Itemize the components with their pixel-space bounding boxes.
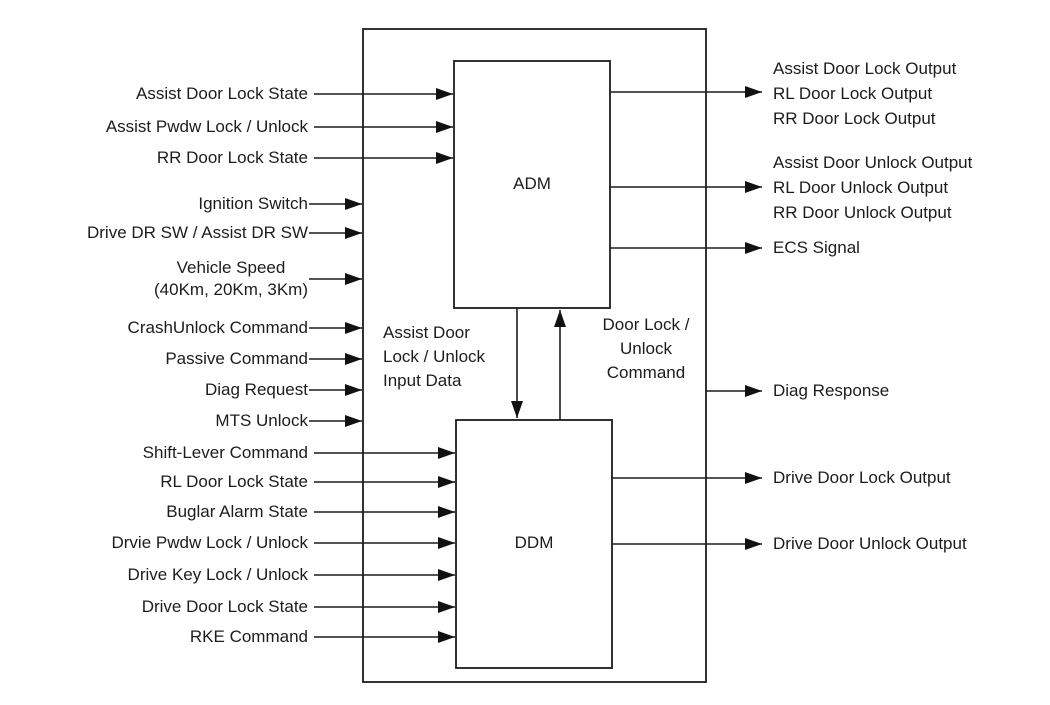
ddm-to-adm-line2: Unlock (620, 339, 672, 358)
input-label-assist-pwdw-lock-unlock: Assist Pwdw Lock / Unlock (105, 117, 308, 136)
output-label-rr-door-lock-output: RR Door Lock Output (773, 109, 936, 128)
output-label-rr-door-unlock-output: RR Door Unlock Output (773, 203, 952, 222)
ddm-to-adm-line3: Command (606, 363, 686, 382)
adm-to-ddm-line1: Assist Door (383, 323, 470, 342)
ddm-to-adm-line1: Door Lock / (602, 315, 690, 334)
input-label-mts-unlock: MTS Unlock (215, 411, 308, 430)
output-label-drive-door-lock-output: Drive Door Lock Output (773, 468, 951, 487)
output-label-ecs-signal: ECS Signal (773, 238, 860, 257)
input-label-diag-request: Diag Request (204, 380, 308, 399)
link-label-adm-to-ddm: Assist Door Lock / Unlock Input Data (383, 321, 485, 393)
adm-module-box (453, 60, 611, 309)
vehicle-speed-line2: (40Km, 20Km, 3Km) (154, 280, 308, 299)
input-label-passive-command: Passive Command (165, 349, 308, 368)
output-label-assist-door-lock-output: Assist Door Lock Output (773, 59, 957, 78)
system-boundary-box (362, 28, 707, 683)
output-label-diag-response: Diag Response (773, 381, 890, 400)
output-label-assist-door-unlock-output: Assist Door Unlock Output (773, 153, 973, 172)
adm-to-ddm-line2: Lock / Unlock (383, 347, 486, 366)
link-label-ddm-to-adm: Door Lock / Unlock Command (584, 313, 708, 385)
adm-module-label: ADM (513, 174, 551, 193)
adm-to-ddm-line3: Input Data (383, 371, 462, 390)
input-label-drvie-pwdw-lock-unlock: Drvie Pwdw Lock / Unlock (111, 533, 308, 552)
output-label-drive-door-unlock-output: Drive Door Unlock Output (773, 534, 967, 553)
input-label-rr-door-lock-state: RR Door Lock State (156, 148, 308, 167)
input-label-ignition-switch: Ignition Switch (198, 194, 308, 213)
output-group-adm-lock: Assist Door Lock Output RL Door Lock Out… (773, 56, 956, 131)
output-label-rl-door-lock-output: RL Door Lock Output (773, 84, 933, 103)
input-label-drive-dr-sw: Drive DR SW / Assist DR SW (86, 223, 308, 242)
input-label-drive-key-lock-unlock: Drive Key Lock / Unlock (127, 565, 308, 584)
output-group-adm-unlock: Assist Door Unlock Output RL Door Unlock… (773, 150, 972, 225)
input-label-assist-door-lock-state: Assist Door Lock State (136, 84, 308, 103)
output-label-rl-door-unlock-output: RL Door Unlock Output (773, 178, 949, 197)
input-label-vehicle-speed: Vehicle Speed (40Km, 20Km, 3Km) (154, 257, 308, 301)
input-label-buglar-alarm-state: Buglar Alarm State (166, 502, 308, 521)
input-label-rke-command: RKE Command (189, 627, 308, 646)
input-label-rl-door-lock-state: RL Door Lock State (160, 472, 308, 491)
vehicle-speed-line1: Vehicle Speed (176, 258, 286, 277)
ddm-module-box (455, 419, 613, 669)
input-label-shift-lever-command: Shift-Lever Command (142, 443, 308, 462)
input-label-drive-door-lock-state: Drive Door Lock State (141, 597, 308, 616)
ddm-module-label: DDM (514, 533, 554, 552)
input-label-crashunlock-command: CrashUnlock Command (127, 318, 308, 337)
